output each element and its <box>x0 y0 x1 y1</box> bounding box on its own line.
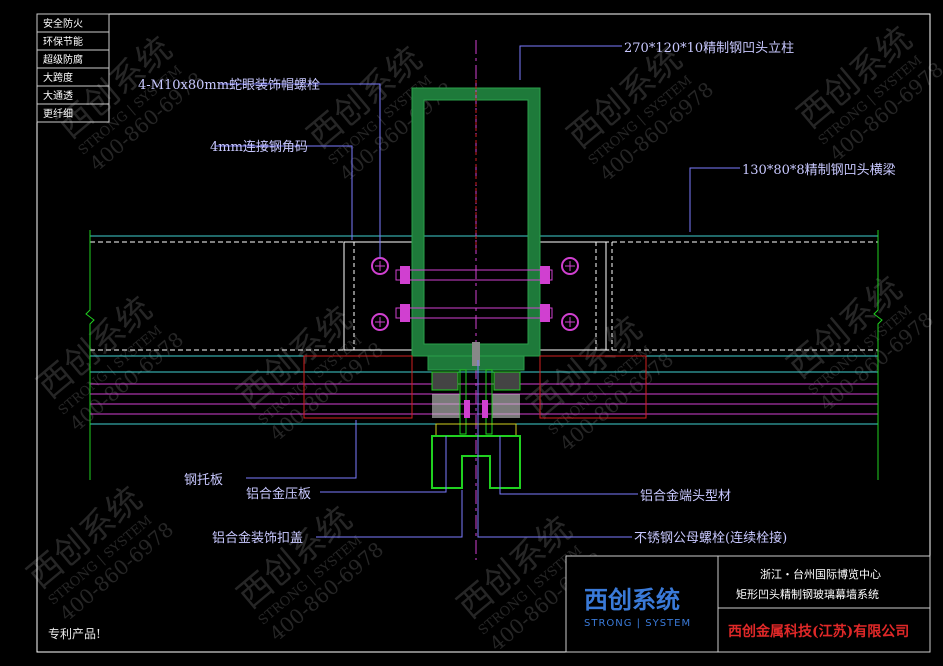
drawing-frame <box>36 13 931 653</box>
label-tray: 钢托板 <box>184 473 223 488</box>
bolt-shank-lower <box>395 307 553 319</box>
title-block: 西创系统 STRONG | SYSTEM 浙江・台州国际博览中心 矩形凹头精制钢… <box>565 555 931 653</box>
steel-tray-right <box>539 355 647 419</box>
break-line-right <box>873 230 883 480</box>
gasket-left <box>431 371 459 391</box>
bolt-hole <box>561 257 579 275</box>
leader-lines <box>216 45 740 538</box>
label-pressure-plate: 铝合金压板 <box>246 486 311 502</box>
steel-tray <box>303 355 647 419</box>
leader-angle <box>216 145 353 240</box>
label-angle: 4mm连接钢角码 <box>210 139 308 155</box>
feature-table: 安全防火 环保节能 超级防腐 大跨度 大通透 更纤细 <box>36 13 110 123</box>
feature-item: 超级防腐 <box>43 53 83 66</box>
bolts <box>371 257 579 331</box>
bolt-stud <box>472 342 480 366</box>
leader-cover <box>316 490 463 538</box>
leader-column <box>519 45 622 80</box>
leader-pressure-plate <box>320 436 447 493</box>
bolt-shank-upper <box>395 269 553 281</box>
leader-stainless-bolt <box>477 360 632 538</box>
system-name: 矩形凹头精制钢玻璃幕墙系统 <box>736 587 879 601</box>
label-column: 270*120*10精制钢凹头立柱 <box>624 41 794 56</box>
aluminium-profiles <box>427 342 525 489</box>
feature-item: 安全防火 <box>43 17 83 30</box>
leader-tray <box>246 420 357 479</box>
bolt-hole <box>561 313 579 331</box>
bolt-head <box>400 266 410 284</box>
bolt-head <box>400 304 410 322</box>
bolt-nut <box>540 304 550 322</box>
feature-item: 环保节能 <box>43 35 83 48</box>
leader-bolt <box>220 83 381 258</box>
label-stainless-bolt: 不锈钢公母螺栓(连续栓接) <box>634 530 787 546</box>
project-name: 浙江・台州国际博览中心 <box>760 567 881 581</box>
callout-labels: 270*120*10精制钢凹头立柱 4-M10x80mm蛇眼装饰帽螺栓 4mm连… <box>138 41 896 546</box>
leader-beam <box>689 167 740 232</box>
brand-logo-en: STRONG | SYSTEM <box>584 618 691 629</box>
feature-item: 大跨度 <box>43 71 73 84</box>
steel-tray-left <box>303 355 413 419</box>
spacer-block-left <box>432 394 460 418</box>
magenta-insert <box>464 400 470 418</box>
spacer-block-right <box>492 394 520 418</box>
magenta-insert <box>482 400 488 418</box>
leader-end-profile <box>499 436 638 495</box>
bolt-hole <box>371 313 389 331</box>
label-bolt: 4-M10x80mm蛇眼装饰帽螺栓 <box>138 77 320 93</box>
feature-item: 更纤细 <box>43 107 73 120</box>
label-end-profile: 铝合金端头型材 <box>640 488 731 504</box>
decorative-cover <box>431 435 521 489</box>
glass-panels <box>85 230 883 480</box>
watermark-layer: 西创系统 STRONG | SYSTEM 400-860-6978 西创系统 S… <box>20 19 943 656</box>
label-beam: 130*80*8精制钢凹头横梁 <box>742 163 896 178</box>
title-block-border <box>565 555 931 653</box>
patent-note: 专利产品! <box>48 626 101 641</box>
feature-item: 大通透 <box>43 89 73 102</box>
break-line-left <box>85 230 95 480</box>
company-name: 西创金属科技(江苏)有限公司 <box>728 623 909 640</box>
label-cover: 铝合金装饰扣盖 <box>212 530 303 546</box>
bolt-nut <box>540 266 550 284</box>
gasket-right <box>493 371 521 391</box>
steel-column <box>411 40 541 560</box>
bolt-cross <box>375 261 575 327</box>
brand-logo-cn: 西创系统 <box>584 585 680 614</box>
